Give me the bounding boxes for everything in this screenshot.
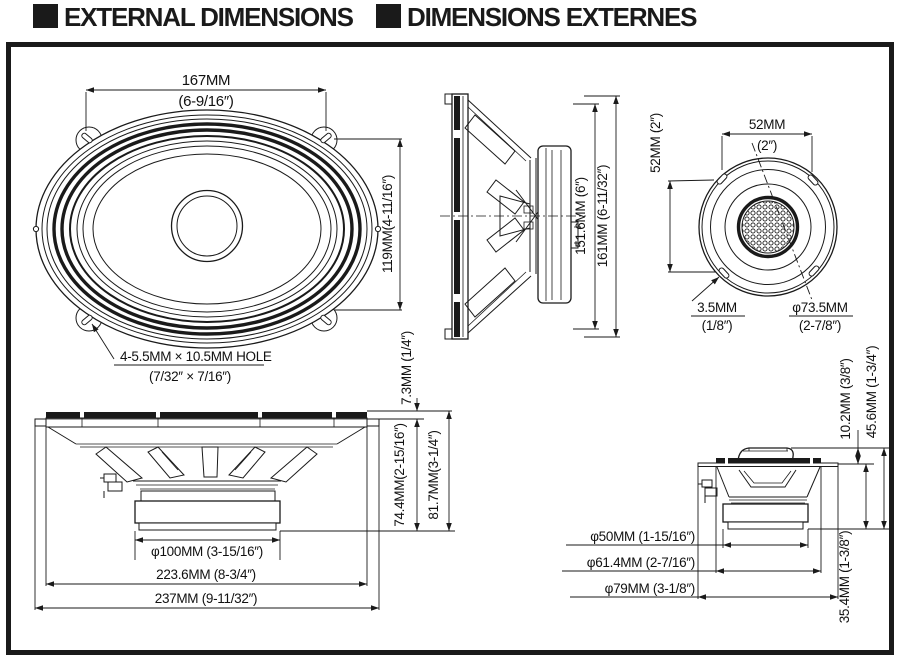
mounting-tab — [366, 418, 380, 427]
terminal — [100, 473, 123, 498]
dim-label: 161MM (6-11/32″) — [595, 165, 610, 268]
dim-label: 237MM (9-11/32″) — [155, 591, 258, 606]
dim-label: (2″) — [757, 138, 777, 153]
dim-flange-79: φ79MM (3-1/8″) — [570, 466, 839, 600]
dim-label: 52MM — [749, 117, 785, 132]
dim-magnet-100: φ100MM (3-15/16″) — [134, 531, 281, 560]
dim-label: 10.2MM (3/8″) — [838, 358, 853, 439]
dim-flange-223-6: 223.6MM (8-3/4″) — [45, 427, 368, 587]
dim-depth-151: 151.6MM (6″) — [573, 103, 599, 330]
round-speaker-front-view: 52MM (2″) 52MM (2″) 3.5MM (1/8″) φ73.5MM… — [648, 113, 853, 333]
dim-depth-161: 161MM (6-11/32″) — [584, 95, 620, 338]
terminal — [570, 221, 579, 249]
oval-speaker-front-view: 167MM (6-9/16″) 119MM(4-11/16″) 4-5.5MM … — [32, 72, 403, 384]
magnet — [537, 145, 572, 304]
dim-height-52: 52MM (2″) — [648, 113, 716, 273]
mounting-slots — [716, 173, 820, 279]
mounting-tab — [34, 418, 48, 427]
magnet — [134, 500, 281, 524]
dim-overall-237: 237MM (9-11/32″) — [34, 426, 380, 611]
gasket — [716, 458, 821, 464]
dim-label: 167MM — [182, 72, 231, 89]
dim-label: 119MM(4-11/16″) — [380, 175, 395, 273]
gasket — [46, 412, 367, 418]
drawing-border — [6, 42, 894, 655]
dim-height-45-6: 45.6MM (1-3/4″) — [864, 346, 887, 530]
dim-label: 81.7MM(3-1/4″) — [426, 430, 441, 519]
dim-label: φ79MM (3-1/8″) — [605, 581, 695, 596]
oval-speaker-side-view: 151.6MM (6″) 161MM (6-11/32″) — [440, 93, 620, 340]
dim-label: 52MM (2″) — [648, 113, 663, 173]
grille-mesh — [741, 200, 795, 254]
dim-label: 3.5MM — [697, 300, 737, 315]
dim-label: (6-9/16″) — [178, 93, 233, 110]
magnet — [722, 503, 809, 523]
bullet-square-icon — [376, 4, 401, 28]
oval-speaker-profile-view: 7.3MM (1/4″) 74.4MM(2-15/16″) 81.7MM(3-1… — [34, 331, 455, 611]
dim-label: φ50MM (1-15/16″) — [590, 529, 695, 544]
grille-ring — [736, 195, 800, 259]
dim-magnet-50: φ50MM (1-15/16″) — [566, 529, 809, 548]
dim-label: 151.6MM (6″) — [573, 177, 588, 255]
hole-note-inches: (7/32″ × 7/16″) — [149, 369, 231, 384]
mounting-hole-note: 4-5.5MM × 10.5MM HOLE (7/32″ × 7/16″) — [91, 323, 272, 384]
frame-notch — [374, 225, 382, 233]
dim-label: 35.4MM (1-3/8″) — [837, 531, 852, 624]
grille-dome — [737, 447, 794, 462]
dim-label: φ73.5MM — [792, 300, 847, 315]
dim-width-52: 52MM (2″) — [721, 117, 813, 172]
flange — [45, 417, 368, 428]
dim-label: 74.4MM(2-15/16″) — [392, 423, 407, 527]
frame-notch — [32, 225, 40, 233]
flange — [697, 462, 839, 467]
page-header: EXTERNAL DIMENSIONS DIMENSIONS EXTERNES — [33, 2, 698, 32]
dim-depth-35-4: 35.4MM (1-3/8″) — [837, 463, 869, 624]
dim-slot-3-5: 3.5MM (1/8″) — [691, 276, 745, 333]
round-speaker-profile-view: 10.2MM (3/8″) 45.6MM (1-3/4″) 35.4MM (1-… — [562, 346, 892, 624]
dim-frame-61-4: φ61.4MM (2-7/16″) — [562, 466, 822, 574]
dim-label: 223.6MM (8-3/4″) — [156, 567, 256, 582]
dim-protrusion-7-3: 7.3MM (1/4″) — [367, 331, 452, 420]
dim-label: (2-7/8″) — [799, 318, 841, 333]
dim-height-81-7: 81.7MM(3-1/4″) — [426, 410, 452, 532]
dim-height-119: 119MM(4-11/16″) — [334, 138, 403, 311]
dim-label: 45.6MM (1-3/4″) — [864, 346, 879, 439]
dust-cap — [170, 189, 244, 263]
dim-protrusion-10-2: 10.2MM (3/8″) — [838, 358, 861, 465]
dim-dia-73-5: φ73.5MM (2-7/8″) — [751, 142, 853, 333]
dim-depth-74-4: 74.4MM(2-15/16″) — [280, 418, 455, 532]
hole-note-text: 4-5.5MM × 10.5MM HOLE — [120, 349, 272, 364]
dim-label: 7.3MM (1/4″) — [399, 331, 414, 405]
mounting-hole-slots — [81, 132, 332, 326]
title-english: EXTERNAL DIMENSIONS — [64, 2, 354, 32]
dim-label: (1/8″) — [702, 318, 733, 333]
bullet-square-icon — [33, 4, 58, 28]
title-french: DIMENSIONS EXTERNES — [407, 2, 697, 32]
terminal — [698, 479, 718, 503]
dim-label: φ100MM (3-15/16″) — [151, 544, 263, 559]
dim-label: φ61.4MM (2-7/16″) — [587, 555, 695, 570]
dim-width-167: 167MM (6-9/16″) — [85, 72, 327, 131]
